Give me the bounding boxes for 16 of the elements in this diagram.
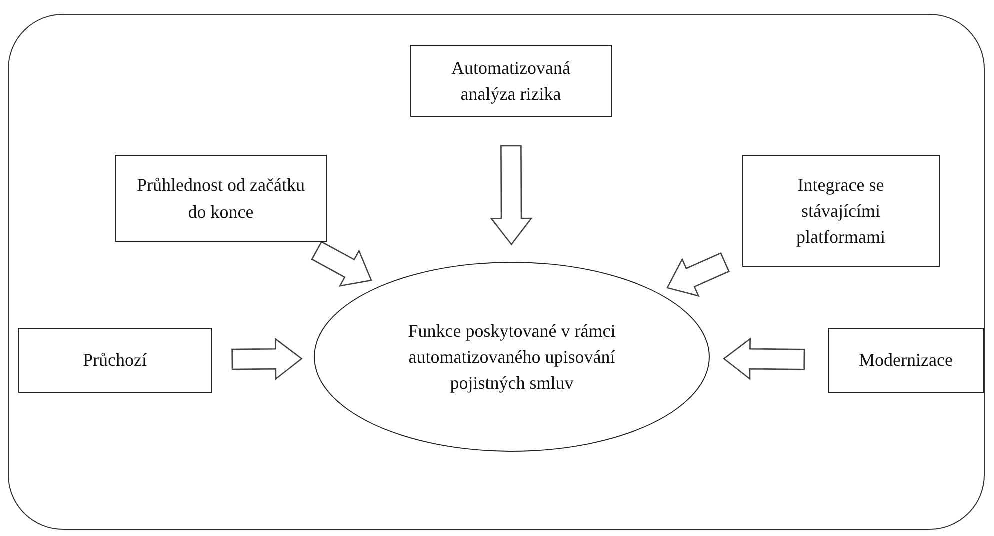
feature-box [742, 155, 940, 267]
block-arrow [490, 145, 533, 246]
feature-box [115, 155, 327, 242]
node-label: Funkce poskytované v rámci automatizovaného upisování pojistných smluv [407, 320, 617, 396]
feature-box [828, 328, 984, 393]
feature-box [18, 328, 212, 393]
feature-box [410, 45, 612, 117]
node-label: Modernizace [859, 349, 953, 372]
block-arrow [311, 241, 372, 287]
node-label: Průhlednost od začátku do konce [136, 174, 306, 224]
block-arrow [723, 338, 806, 380]
block-arrow [232, 338, 303, 380]
node-label: Průchozí [83, 349, 147, 372]
node-label: Integrace se stávajícími platformami [796, 174, 886, 250]
node-label: Automatizovaná analýza rizika [450, 56, 572, 106]
block-arrow [666, 252, 730, 298]
